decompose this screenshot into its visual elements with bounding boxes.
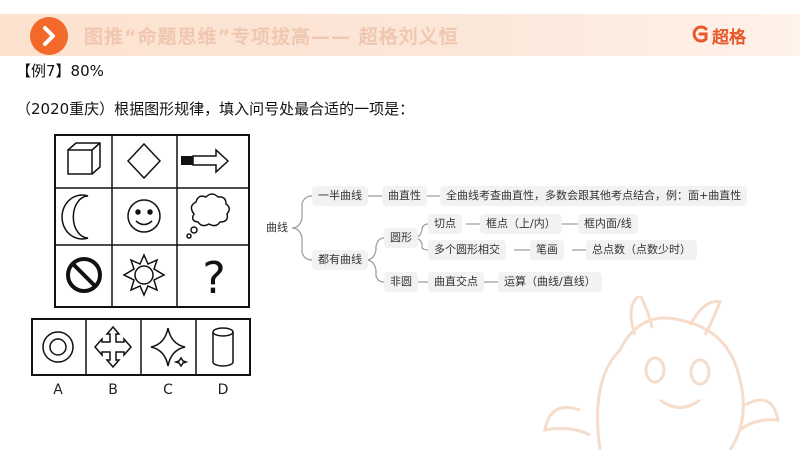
mindmap-node-curve-straight: 曲直性 bbox=[382, 186, 427, 206]
brand-g-icon bbox=[692, 25, 708, 43]
option-b-label: B bbox=[108, 382, 118, 398]
brand-name: 超格 bbox=[712, 28, 746, 48]
option-b-figure[interactable] bbox=[94, 325, 132, 369]
option-d-figure[interactable] bbox=[212, 327, 234, 367]
banner-title: 图推“命题思维”专项拔高—— 超格刘义恒 bbox=[84, 26, 459, 48]
mindmap-node-inner-area: 框内面/线 bbox=[578, 214, 638, 234]
question-mark: ? bbox=[202, 253, 225, 304]
next-arrow-button[interactable] bbox=[30, 17, 68, 55]
option-d-label: D bbox=[217, 382, 229, 398]
mindmap-node-curve-straight-intersection: 曲直交点 bbox=[428, 272, 484, 292]
mindmap-node-operation: 运算（曲线/直线） bbox=[498, 272, 602, 292]
mind-map: 曲线 一半曲线 曲直性 全曲线考查曲直性，多数会跟其他考点结合，例：面+曲直性 … bbox=[262, 178, 794, 296]
option-a-label: A bbox=[53, 382, 63, 398]
diamond-figure bbox=[126, 142, 162, 180]
chevron-right-icon bbox=[43, 26, 55, 46]
question-text: （2020重庆）根据图形规律，填入问号处最合适的一项是： bbox=[16, 100, 415, 118]
mindmap-node-frame-point: 框点（上/内） bbox=[480, 214, 562, 234]
mindmap-root: 曲线 bbox=[266, 221, 288, 234]
mindmap-node-non-circle: 非圆 bbox=[384, 272, 418, 292]
puzzle-grid: ? bbox=[54, 134, 250, 308]
title-banner bbox=[0, 14, 800, 56]
option-c-label: C bbox=[163, 382, 173, 398]
mindmap-node-circle: 圆形 bbox=[384, 228, 418, 248]
thought-cloud-figure bbox=[186, 193, 230, 239]
mindmap-node-tangent-point: 切点 bbox=[428, 214, 462, 234]
answer-options bbox=[31, 318, 251, 376]
mindmap-leaf-curve-note: 全曲线考查曲直性，多数会跟其他考点结合，例：面+曲直性 bbox=[440, 186, 748, 206]
option-c-figure[interactable] bbox=[150, 327, 189, 368]
mindmap-branch-half-curve: 一半曲线 bbox=[312, 186, 368, 206]
prohibition-figure bbox=[66, 257, 102, 293]
mindmap-node-total-points: 总点数（点数少时） bbox=[586, 240, 697, 260]
mindmap-node-multi-circle: 多个圆形相交 bbox=[428, 240, 506, 260]
option-a-figure[interactable] bbox=[42, 331, 74, 363]
example-label: 【例7】80% bbox=[16, 62, 104, 80]
smiley-figure bbox=[127, 199, 161, 233]
mind-map-connectors bbox=[291, 195, 586, 283]
mascot-watermark bbox=[543, 292, 780, 450]
mindmap-node-strokes: 笔画 bbox=[530, 240, 564, 260]
arrow-figure bbox=[181, 148, 230, 174]
mindmap-branch-all-curve: 都有曲线 bbox=[312, 250, 368, 270]
crescent-figure bbox=[61, 194, 89, 240]
cube-figure bbox=[67, 142, 101, 175]
sun-figure bbox=[122, 253, 166, 297]
